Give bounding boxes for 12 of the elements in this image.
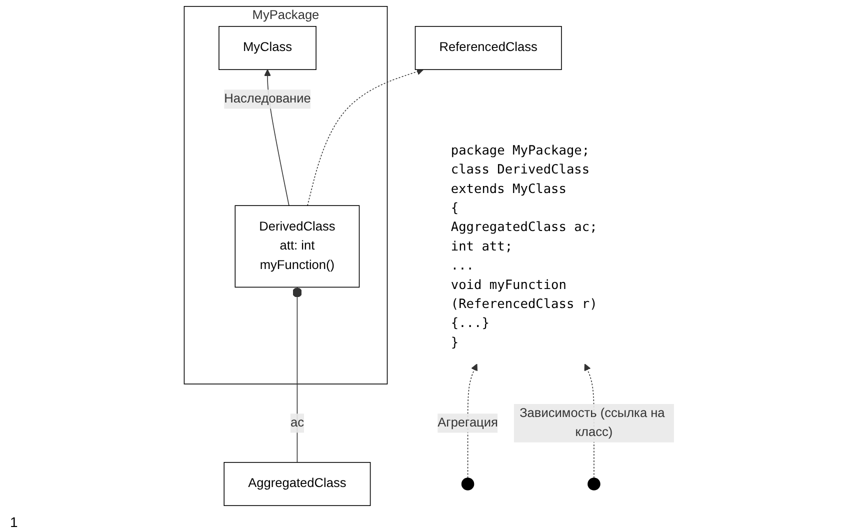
connector — [292, 286, 302, 463]
node-text: package MyPackage; class DerivedClass extends MyClass { AggregatedClass ac; int att; ... void myFunction (ReferencedClass r) {...} } — [450, 142, 598, 350]
arrow — [306, 68, 424, 206]
edge-label: Агрегация — [438, 416, 498, 430]
node-box: AggregatedClass — [224, 462, 371, 506]
node-box: DerivedClass att: int myFunction() — [234, 205, 360, 288]
edge-label: ac — [290, 416, 304, 430]
edge-label: Зависимость (ссылка на класс) — [519, 406, 665, 440]
edge-label: Наследование — [224, 92, 311, 106]
multiplicity-label: 1 — [10, 514, 18, 530]
node-box: ReferencedClass — [414, 26, 562, 70]
node-box: MyClass — [218, 26, 316, 70]
